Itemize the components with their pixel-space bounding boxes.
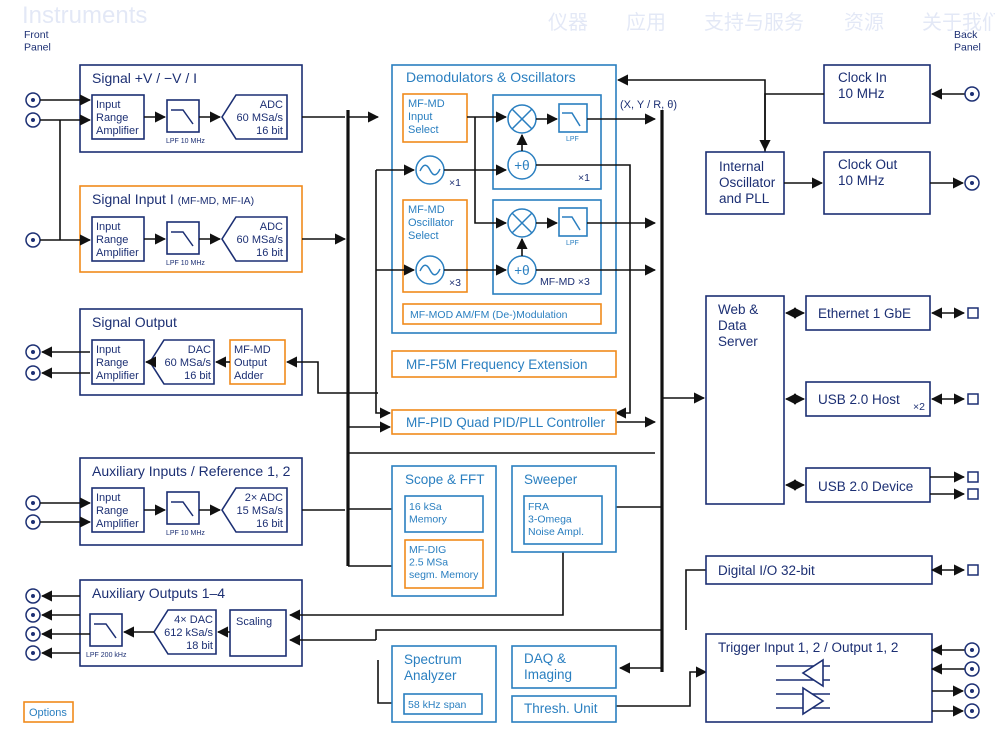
usb-device-title: USB 2.0 Device	[818, 479, 913, 494]
demod-lpf-1: LPF	[566, 136, 579, 143]
dio-title: Digital I/O 32-bit	[718, 563, 815, 578]
daq-block	[511, 645, 617, 689]
front-wiring	[40, 94, 230, 659]
demod-unit-x1: ×1	[578, 172, 590, 184]
aux-outputs-title: Auxiliary Outputs 1–4	[92, 585, 225, 601]
signal-input-i-title: Signal Input I	[92, 191, 174, 207]
trigger-section: Trigger Input 1, 2 / Output 1, 2	[705, 633, 980, 723]
scope-title: Scope & FFT	[405, 472, 485, 487]
pid-block	[391, 409, 617, 435]
front-connectors	[25, 92, 41, 661]
daq-title: DAQ &Imaging	[524, 651, 572, 682]
signal-vvi-lpf-label: LPF 10 MHz	[166, 138, 205, 145]
f5m-title: MF-F5M Frequency Extension	[406, 357, 588, 372]
svg-text:Signal Input I(MF-MD, MF-IA): Signal Input I (MF-MD, MF-IA)	[92, 191, 254, 207]
thresh-title: Thresh. Unit	[524, 701, 598, 716]
ethernet-title: Ethernet 1 GbE	[818, 306, 911, 321]
aux-outputs-lpf-label: LPF 200 kHz	[86, 652, 127, 659]
usb-host-title: USB 2.0 Host	[818, 392, 900, 407]
demod-title: Demodulators & Oscillators	[406, 69, 576, 85]
thresh-block	[511, 695, 617, 723]
signal-vvi-title: Signal +V / −V / I	[92, 70, 197, 86]
aux-outputs-scaling: Scaling	[236, 616, 272, 628]
demodulators-oscillators-block: Demodulators & Oscillators (X, Y / R, θ)…	[375, 64, 677, 419]
demod-osc-x1: ×1	[449, 177, 461, 189]
sweeper-title: Sweeper	[524, 472, 578, 487]
options-legend: Options	[29, 707, 67, 719]
aux-outputs-block: Auxiliary Outputs 1–4 LPF 200 kHz 4× DAC…	[79, 579, 303, 667]
signal-input-i-suffix: (MF-MD, MF-IA)	[178, 195, 254, 207]
demod-osc-x3: ×3	[449, 277, 461, 289]
demod-lpf-2: LPF	[566, 240, 579, 247]
demod-mod: MF-MOD AM/FM (De-)Modulation	[410, 309, 568, 321]
f5m-block	[391, 350, 617, 378]
central-bus	[285, 74, 766, 709]
spectrum-span: 58 kHz span	[408, 699, 467, 711]
trigger-title: Trigger Input 1, 2 / Output 1, 2	[718, 640, 898, 655]
digital-io-section: Digital I/O 32-bit	[705, 555, 979, 585]
demod-output-label: (X, Y / R, θ)	[620, 99, 677, 111]
signal-input-i-lpf-label: LPF 10 MHz	[166, 260, 205, 267]
demod-mfmd-x3: MF-MD ×3	[540, 276, 590, 288]
signal-output-title: Signal Output	[92, 314, 177, 330]
pid-title: MF-PID Quad PID/PLL Controller	[406, 415, 606, 430]
options-legend-box	[23, 701, 74, 723]
aux-inputs-lpf-label: LPF 10 MHz	[166, 530, 205, 537]
usb-host-count: ×2	[913, 401, 925, 413]
demod-phase-1: +θ	[514, 158, 529, 173]
aux-inputs-title: Auxiliary Inputs / Reference 1, 2	[92, 463, 291, 479]
demod-phase-2: +θ	[514, 263, 529, 278]
